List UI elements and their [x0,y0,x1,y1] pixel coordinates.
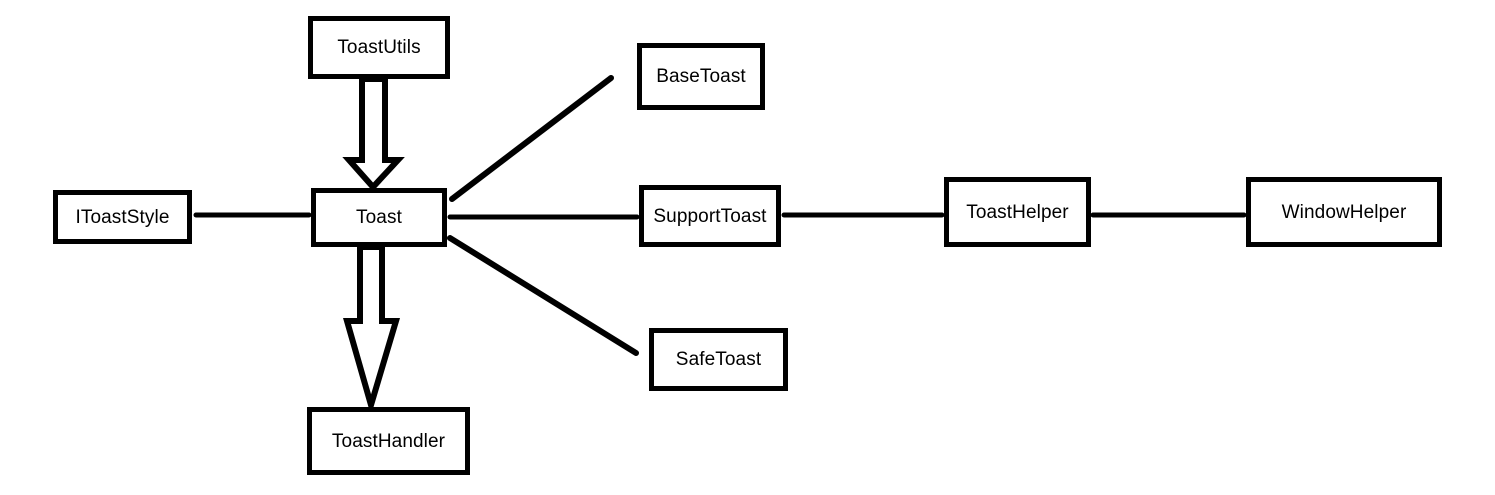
edge-toastutils-to-toast [342,76,405,192]
node-label-itoast-style: IToastStyle [75,206,170,228]
node-toast[interactable]: Toast [311,188,447,247]
node-label-support-toast: SupportToast [653,205,767,227]
node-label-toast-handler: ToastHandler [331,430,446,452]
node-toast-helper[interactable]: ToastHelper [944,177,1091,247]
node-base-toast[interactable]: BaseToast [637,43,765,110]
node-label-window-helper: WindowHelper [1281,201,1407,223]
node-support-toast[interactable]: SupportToast [639,185,781,247]
edge-toast-safetoast [447,235,639,356]
node-toast-handler[interactable]: ToastHandler [307,407,470,475]
node-label-toast: Toast [356,207,402,228]
node-label-toast-utils: ToastUtils [337,37,421,58]
node-itoast-style[interactable]: IToastStyle [53,190,192,244]
edge-toast-basetoast [449,75,614,202]
node-window-helper[interactable]: WindowHelper [1246,177,1442,247]
node-safe-toast[interactable]: SafeToast [649,328,788,391]
node-label-safe-toast: SafeToast [675,349,762,370]
node-toast-utils[interactable]: ToastUtils [308,16,450,79]
node-label-base-toast: BaseToast [656,66,746,87]
node-label-toast-helper: ToastHelper [966,201,1069,223]
edge-toast-to-toasthandler [343,244,401,416]
